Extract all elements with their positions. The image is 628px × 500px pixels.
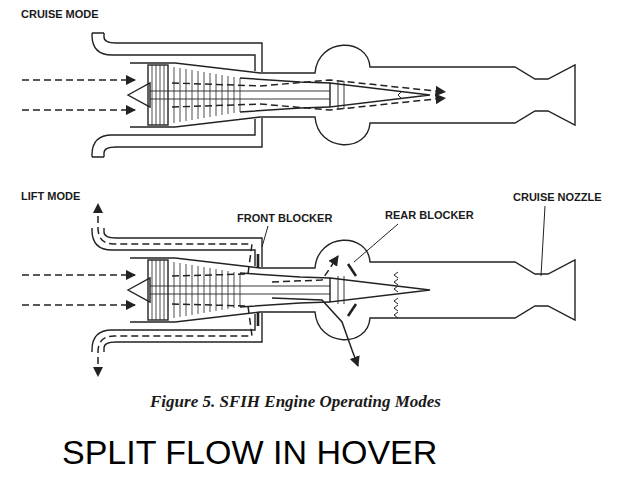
figure-caption: Figure 5. SFIH Engine Operating Modes: [150, 392, 441, 412]
note-text: SPLIT FLOW IN HOVER: [62, 432, 437, 472]
part-label: CRUISE NOZZLE: [512, 191, 603, 204]
mode-label: LIFT MODE: [20, 190, 81, 203]
part-label: REAR BLOCKER: [384, 209, 475, 222]
part-label: FRONT BLOCKER: [236, 212, 333, 225]
mode-label: CRUISE MODE: [20, 8, 100, 21]
